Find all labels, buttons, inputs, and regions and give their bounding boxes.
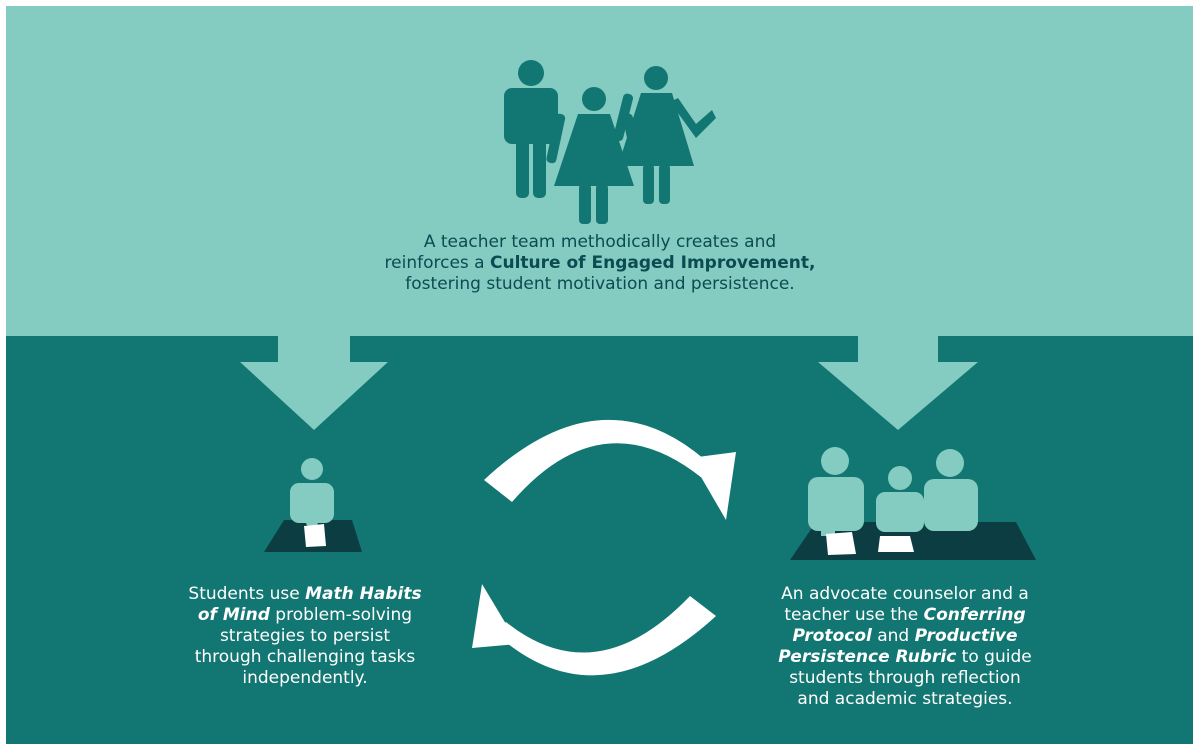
left-caption-l5: independently. xyxy=(242,668,368,688)
left-caption-l2: problem-solving xyxy=(269,605,413,625)
left-caption: Students use Math Habits of Mind problem… xyxy=(166,584,444,689)
top-caption-line1: A teacher team methodically creates and xyxy=(423,232,777,252)
left-caption-l3: strategies to persist xyxy=(219,626,391,646)
culture-term: Culture of Engaged Improvement, xyxy=(490,253,816,273)
conferring-term: Conferring xyxy=(923,605,1026,625)
protocol-term: Protocol xyxy=(792,626,872,646)
down-arrow-icon-right xyxy=(818,336,978,430)
top-caption: A teacher team methodically creates and … xyxy=(340,232,860,295)
right-caption: An advocate counselor and a teacher use … xyxy=(750,584,1060,710)
left-caption-l4: through challenging tasks xyxy=(194,647,416,667)
right-caption-l2: teacher use the xyxy=(784,605,924,625)
teacher-team-icon xyxy=(504,60,716,224)
right-caption-l6: and academic strategies. xyxy=(797,689,1013,709)
right-caption-l1: An advocate counselor and a xyxy=(781,584,1029,604)
top-caption-line3: fostering student motivation and persist… xyxy=(405,274,795,294)
right-caption-and: and xyxy=(871,626,915,646)
math-habits-term-b: of Mind xyxy=(197,605,270,625)
persistence-rubric-term: Persistence Rubric xyxy=(778,647,957,667)
conference-group-icon xyxy=(790,447,1036,560)
infographic: A teacher team methodically creates and … xyxy=(6,6,1193,744)
left-caption-l1: Students use xyxy=(188,584,306,604)
right-caption-l4: to guide xyxy=(956,647,1032,667)
right-caption-l5: students through reflection xyxy=(789,668,1021,688)
productive-term: Productive xyxy=(914,626,1018,646)
down-arrow-icon-left xyxy=(240,336,388,430)
student-at-desk-icon xyxy=(264,458,362,552)
illustration-layer xyxy=(240,60,1036,676)
math-habits-term-a: Math Habits xyxy=(305,584,422,604)
top-caption-line2: reinforces a xyxy=(384,253,491,273)
cycle-arrows-icon xyxy=(472,419,736,676)
